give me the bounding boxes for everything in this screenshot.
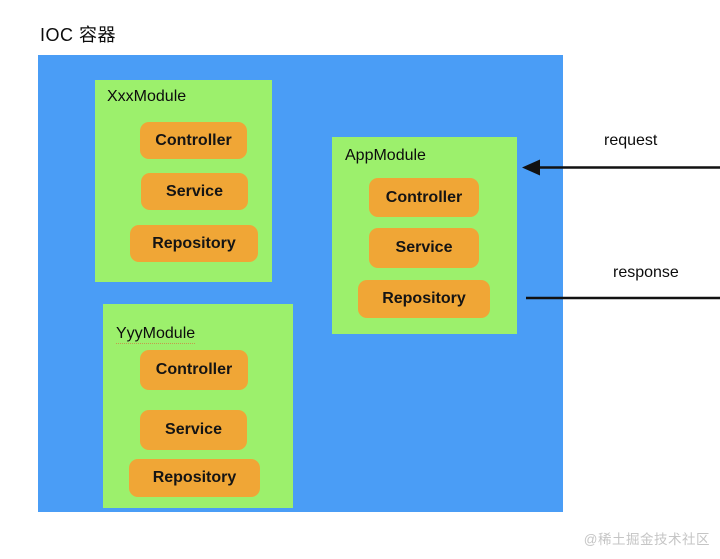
diagram-title: IOC 容器 xyxy=(40,25,117,45)
module-xxxmodule: XxxModule Controller Service Repository xyxy=(95,80,272,282)
xxxmodule-controller-box: Controller xyxy=(140,122,247,159)
yyymodule-repository-box: Repository xyxy=(129,459,260,497)
xxxmodule-service-box: Service xyxy=(141,173,248,210)
yyymodule-service-box: Service xyxy=(140,410,247,450)
appmodule-service-box: Service xyxy=(369,228,479,268)
module-appmodule-label: AppModule xyxy=(345,147,426,164)
response-label: response xyxy=(613,264,679,281)
appmodule-controller-box: Controller xyxy=(369,178,479,217)
module-yyymodule-label: YyyModule xyxy=(116,325,196,344)
module-xxxmodule-label: XxxModule xyxy=(107,88,187,105)
xxxmodule-repository-box: Repository xyxy=(130,225,258,262)
request-label: request xyxy=(604,132,658,149)
yyymodule-controller-box: Controller xyxy=(140,350,248,390)
appmodule-repository-box: Repository xyxy=(358,280,490,318)
module-yyymodule-label-text: YyyModule xyxy=(116,325,196,344)
module-yyymodule: YyyModule Controller Service Repository xyxy=(103,304,293,508)
ioc-container: XxxModule Controller Service Repository … xyxy=(38,55,563,512)
module-appmodule: AppModule Controller Service Repository xyxy=(332,137,517,334)
watermark-text: @稀土掘金技术社区 xyxy=(583,532,710,547)
